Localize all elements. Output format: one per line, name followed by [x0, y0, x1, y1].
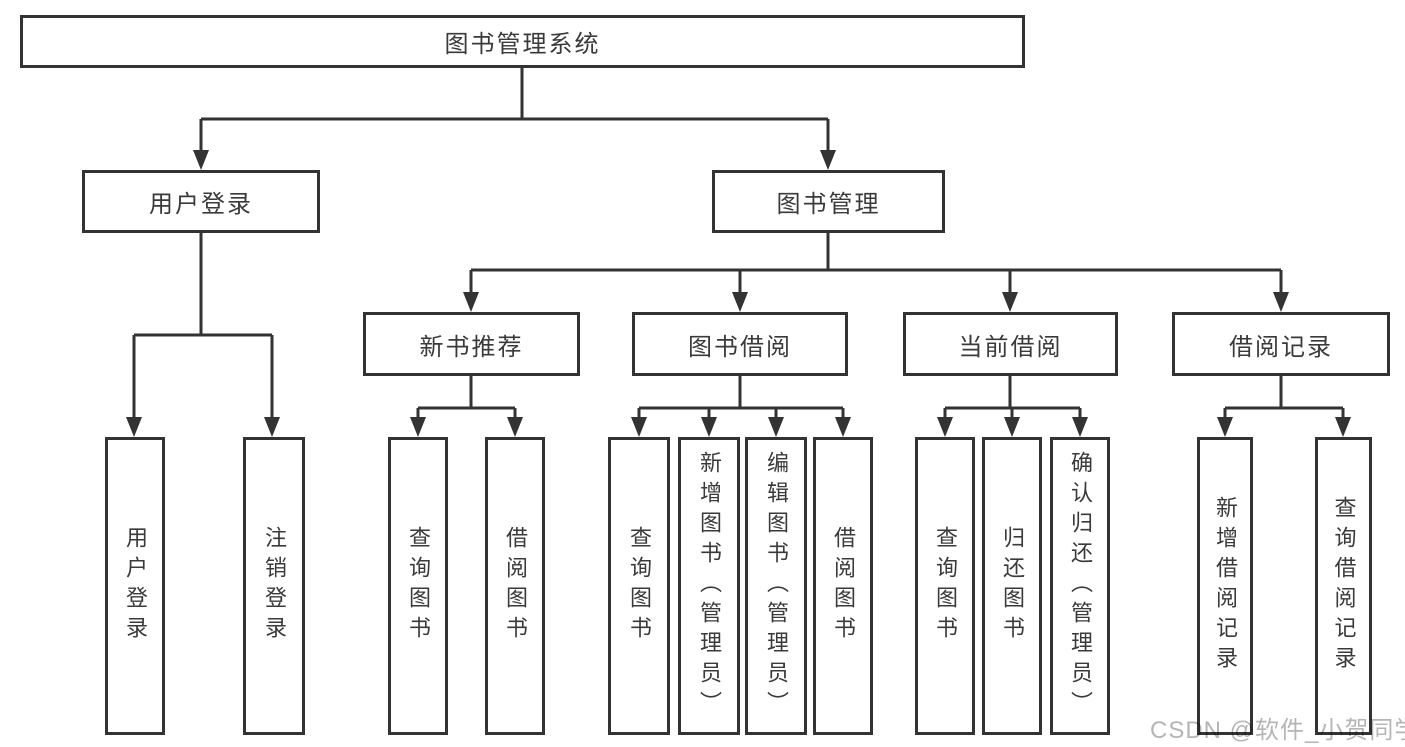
leaf-user-login-label: 用户登录 [123, 526, 148, 646]
leaf-current-return-books-label: 归还图书 [1000, 526, 1025, 646]
node-book-management: 图书管理 [712, 170, 945, 233]
leaf-current-query-books-label: 查询图书 [933, 526, 958, 646]
leaf-borrow-edit-books-admin: 编辑图书（管理员） [745, 437, 807, 735]
node-book-borrow-label: 图书借阅 [688, 333, 792, 361]
leaf-borrow-edit-books-admin-label: 编辑图书（管理员） [764, 451, 789, 721]
leaf-borrow-add-books-admin-label: 新增图书（管理员） [697, 451, 722, 721]
node-borrow-records-label: 借阅记录 [1229, 333, 1333, 361]
leaf-borrow-borrow-books: 借阅图书 [813, 437, 873, 735]
leaf-recommend-query-books: 查询图书 [388, 437, 448, 735]
node-current-borrow: 当前借阅 [903, 312, 1118, 376]
node-user-login-label: 用户登录 [149, 191, 253, 218]
leaf-records-query-record: 查询借阅记录 [1315, 437, 1372, 735]
leaf-logout-login: 注销登录 [243, 437, 305, 735]
leaf-user-login: 用户登录 [105, 437, 165, 735]
leaf-recommend-borrow-books-label: 借阅图书 [503, 526, 528, 646]
leaf-records-query-record-label: 查询借阅记录 [1331, 496, 1357, 676]
leaf-records-add-record: 新增借阅记录 [1197, 437, 1253, 735]
node-library-system-label: 图书管理系统 [444, 31, 601, 58]
node-new-book-recommend-label: 新书推荐 [419, 333, 524, 361]
csdn-watermark: CSDN @软件_小贺同学 [1150, 717, 1405, 744]
leaf-recommend-borrow-books: 借阅图书 [485, 437, 545, 735]
leaf-logout-login-label: 注销登录 [262, 526, 287, 646]
node-book-borrow: 图书借阅 [632, 312, 848, 376]
leaf-current-confirm-return-admin-label: 确认归还（管理员） [1068, 451, 1093, 721]
node-library-system: 图书管理系统 [20, 15, 1025, 68]
leaf-borrow-borrow-books-label: 借阅图书 [831, 526, 856, 646]
leaf-borrow-query-books: 查询图书 [608, 437, 670, 735]
node-user-login: 用户登录 [82, 170, 320, 233]
node-borrow-records: 借阅记录 [1172, 312, 1390, 376]
node-new-book-recommend: 新书推荐 [363, 312, 580, 376]
leaf-current-query-books: 查询图书 [915, 437, 975, 735]
leaf-recommend-query-books-label: 查询图书 [406, 526, 431, 646]
arrowheads [126, 150, 1351, 437]
leaf-borrow-query-books-label: 查询图书 [627, 526, 652, 646]
node-book-management-label: 图书管理 [776, 191, 881, 218]
leaf-current-confirm-return-admin: 确认归还（管理员） [1050, 437, 1110, 735]
leaf-current-return-books: 归还图书 [982, 437, 1042, 735]
leaf-borrow-add-books-admin: 新增图书（管理员） [678, 437, 740, 735]
leaf-records-add-record-label: 新增借阅记录 [1213, 496, 1238, 676]
connector-paths [132, 66, 1345, 424]
node-current-borrow-label: 当前借阅 [958, 333, 1063, 361]
